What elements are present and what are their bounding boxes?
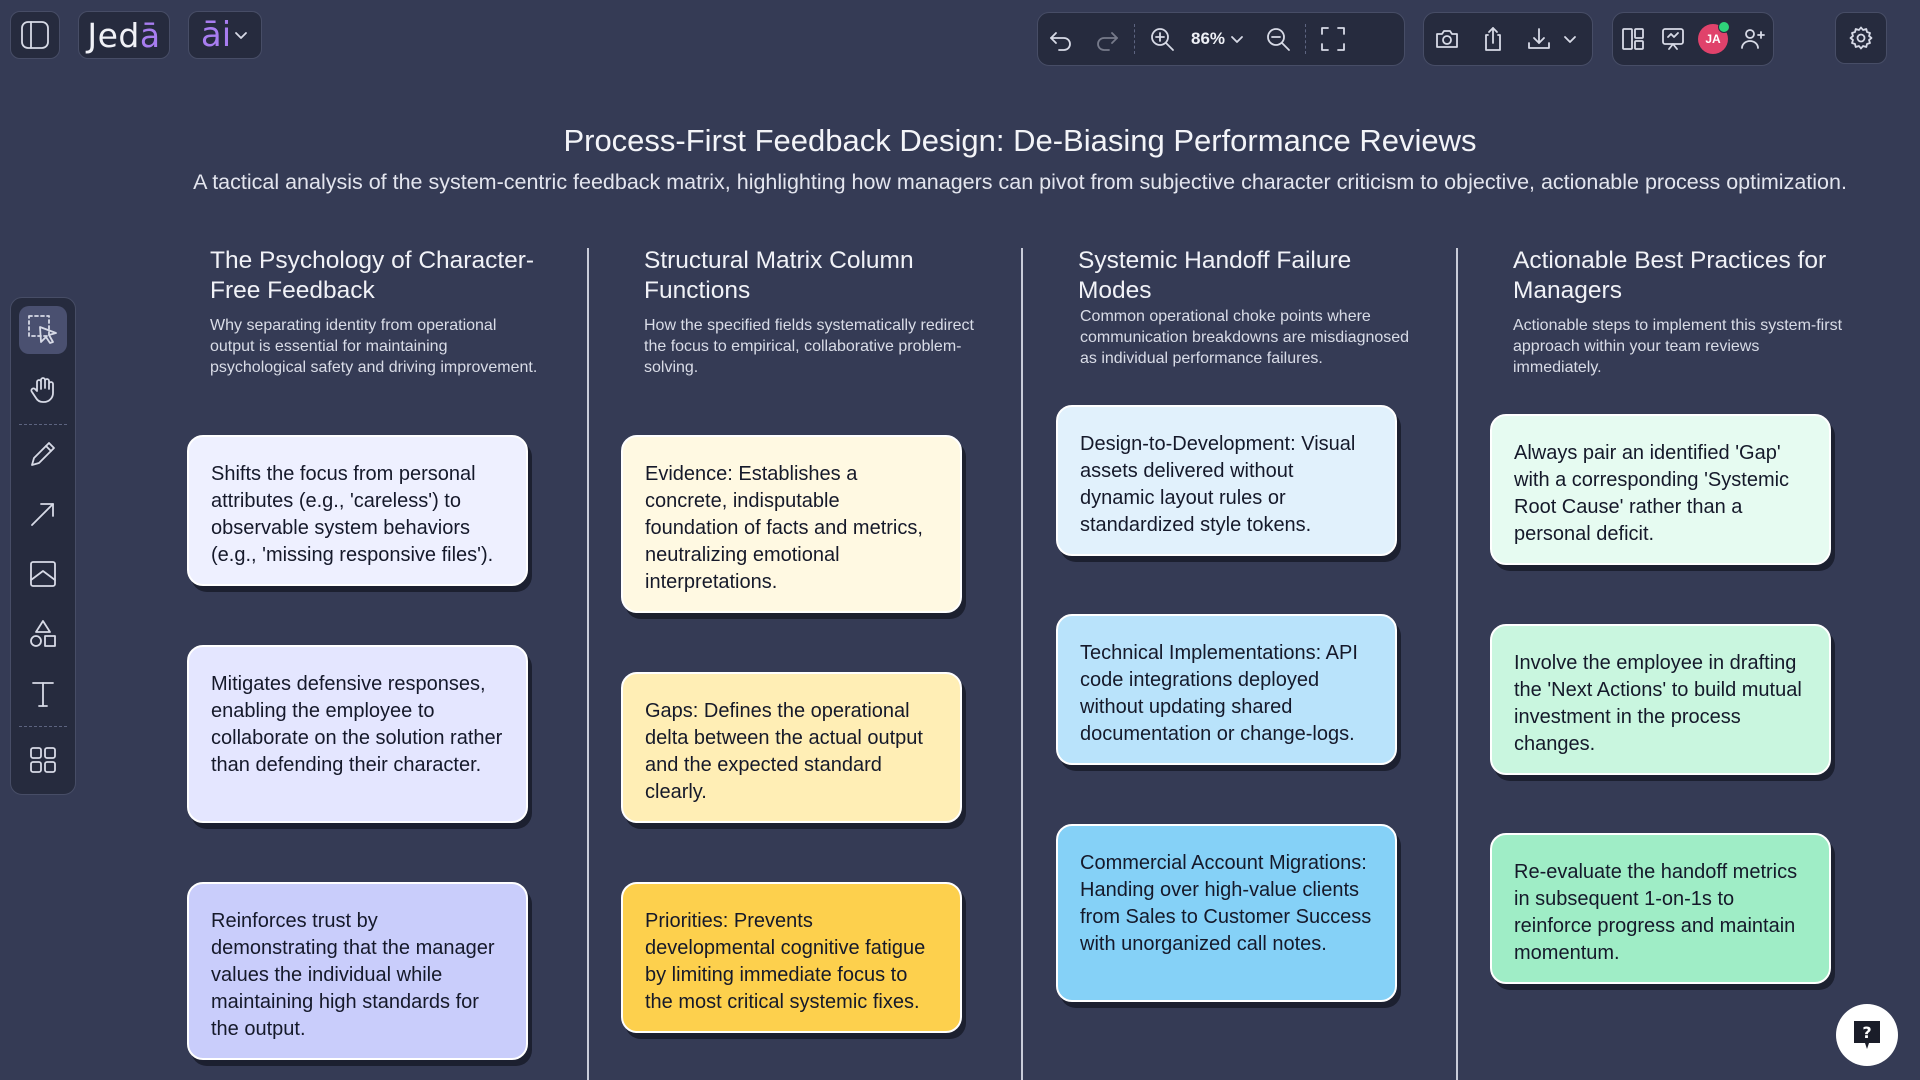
page-subtitle: A tactical analysis of the system-centri… xyxy=(193,170,1847,194)
screenshot-button[interactable] xyxy=(1424,16,1470,62)
camera-icon xyxy=(1436,30,1458,48)
column-divider xyxy=(1021,248,1023,1080)
sidebar-panel-icon xyxy=(21,21,49,49)
sticky-note[interactable]: Evidence: Establishes a concrete, indisp… xyxy=(621,435,962,613)
upload-icon xyxy=(1485,27,1501,51)
column-heading: Systemic Handoff Failure Modes xyxy=(1078,247,1352,304)
zoom-in-button[interactable] xyxy=(1139,16,1185,62)
column-divider xyxy=(1456,248,1458,1080)
sticky-note[interactable]: Technical Implementations: API code inte… xyxy=(1056,614,1397,765)
column-heading: Structural Matrix Column Functions xyxy=(644,247,914,304)
logo-text: Jedā xyxy=(87,15,161,55)
sticky-note[interactable]: Gaps: Defines the operational delta betw… xyxy=(621,672,962,823)
avatar-initials: JA xyxy=(1705,32,1721,46)
share-upload-button[interactable] xyxy=(1470,16,1516,62)
layout-panels-icon xyxy=(1622,28,1644,50)
shapes-tool[interactable] xyxy=(19,610,67,658)
select-cursor-icon xyxy=(28,315,57,344)
zoom-out-icon xyxy=(1267,28,1290,51)
sticky-note[interactable]: Involve the employee in drafting the 'Ne… xyxy=(1490,624,1831,775)
text-tool[interactable] xyxy=(19,670,67,718)
sticky-note[interactable]: Shifts the focus from personal attribute… xyxy=(187,435,528,586)
settings-button[interactable] xyxy=(1835,12,1887,64)
redo-button[interactable] xyxy=(1084,16,1130,62)
column-heading: The Psychology of Character-Free Feedbac… xyxy=(210,247,535,304)
select-tool[interactable] xyxy=(19,306,67,354)
pencil-icon xyxy=(31,442,55,466)
undo-button[interactable] xyxy=(1038,16,1084,62)
download-icon xyxy=(1528,28,1550,49)
svg-text:?: ? xyxy=(1862,1023,1871,1042)
help-button[interactable]: ? xyxy=(1836,1004,1898,1066)
column-description: Common operational choke points where co… xyxy=(1080,308,1410,367)
toolbar-divider xyxy=(19,424,67,425)
image-tool[interactable] xyxy=(19,550,67,598)
collaboration-group: JA xyxy=(1612,12,1774,66)
download-chevron-down-icon[interactable] xyxy=(1562,31,1578,47)
sticky-note[interactable]: Priorities: Prevents developmental cogni… xyxy=(621,882,962,1033)
app-logo[interactable]: Jedā xyxy=(78,11,170,59)
text-icon xyxy=(32,682,54,707)
ai-label: āi xyxy=(200,15,232,55)
fullscreen-icon xyxy=(1321,27,1345,51)
page-title: Process-First Feedback Design: De-Biasin… xyxy=(563,123,1477,158)
zoom-level[interactable]: 86% xyxy=(1191,29,1226,48)
column-description: Actionable steps to implement this syste… xyxy=(1513,317,1843,376)
arrow-icon xyxy=(31,503,54,526)
zoom-out-button[interactable] xyxy=(1255,16,1301,62)
ai-menu-button[interactable]: āi xyxy=(188,11,262,59)
hand-icon xyxy=(30,377,54,403)
column-description: How the specified fields systematically … xyxy=(644,317,974,376)
present-button[interactable] xyxy=(1653,16,1693,62)
drawing-toolbar xyxy=(10,297,76,795)
invite-user-button[interactable] xyxy=(1733,16,1773,62)
toolbar-divider xyxy=(1134,24,1135,54)
pan-tool[interactable] xyxy=(19,366,67,414)
arrow-tool[interactable] xyxy=(19,490,67,538)
sticky-note[interactable]: Commercial Account Migrations: Handing o… xyxy=(1056,824,1397,1002)
undo-icon xyxy=(1050,32,1071,51)
column-heading: Actionable Best Practices for Managers xyxy=(1513,247,1827,304)
gear-icon xyxy=(1849,26,1873,50)
chevron-down-icon xyxy=(235,32,248,39)
image-icon xyxy=(30,561,56,587)
online-status-dot xyxy=(1718,21,1730,33)
templates-tool[interactable] xyxy=(19,736,67,784)
column-description: Why separating identity from operational… xyxy=(210,317,538,376)
add-user-icon xyxy=(1741,29,1765,49)
pen-tool[interactable] xyxy=(19,430,67,478)
zoom-chevron-down-icon[interactable] xyxy=(1229,31,1245,47)
view-controls-group: 86% xyxy=(1037,12,1405,66)
user-avatar[interactable]: JA xyxy=(1693,16,1733,62)
toolbar-divider xyxy=(1305,24,1307,54)
sticky-note[interactable]: Design-to-Development: Visual assets del… xyxy=(1056,405,1397,556)
sticky-note[interactable]: Mitigates defensive responses, enabling … xyxy=(187,645,528,823)
redo-icon xyxy=(1097,32,1118,51)
fit-to-screen-button[interactable] xyxy=(1310,16,1356,62)
presentation-icon xyxy=(1662,28,1684,50)
grid-icon xyxy=(30,747,56,773)
layout-panels-button[interactable] xyxy=(1613,16,1653,62)
sticky-note[interactable]: Always pair an identified 'Gap' with a c… xyxy=(1490,414,1831,565)
export-controls-group xyxy=(1423,12,1593,66)
sticky-note[interactable]: Re-evaluate the handoff metrics in subse… xyxy=(1490,833,1831,984)
zoom-in-icon xyxy=(1151,28,1174,51)
help-chat-icon: ? xyxy=(1854,1021,1880,1049)
column-divider xyxy=(587,248,589,1080)
toolbar-divider xyxy=(19,726,67,727)
sidebar-toggle-button[interactable] xyxy=(10,11,60,59)
download-button[interactable] xyxy=(1516,16,1562,62)
shapes-icon xyxy=(30,620,56,647)
sticky-note[interactable]: Reinforces trust by demonstrating that t… xyxy=(187,882,528,1060)
